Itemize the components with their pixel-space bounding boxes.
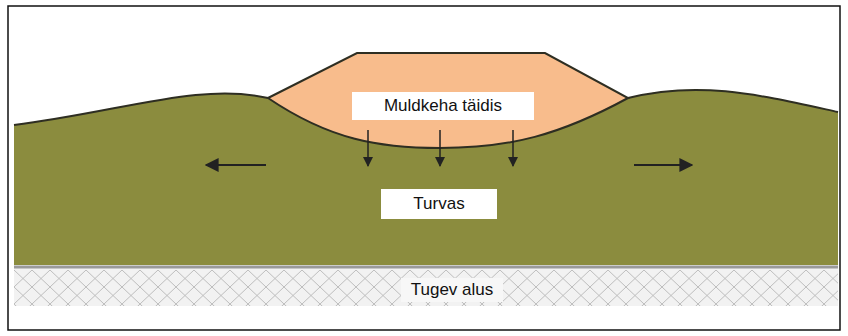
spread-arrow <box>634 164 692 166</box>
firm-base-band <box>14 268 838 306</box>
frame <box>8 6 840 330</box>
text-label: Tugev alus <box>401 278 504 302</box>
peat-layer <box>14 90 838 265</box>
text-label: Turvas <box>381 189 496 219</box>
base-line <box>14 266 838 269</box>
spread-arrow <box>206 164 266 166</box>
embankment-fill <box>268 53 628 148</box>
load-arrow <box>367 130 369 166</box>
ground-surface <box>14 90 838 125</box>
load-arrow <box>439 130 441 166</box>
load-arrow <box>512 130 514 166</box>
text-label: Muldkeha täidis <box>352 92 534 120</box>
firm-base-hatch <box>14 270 838 306</box>
